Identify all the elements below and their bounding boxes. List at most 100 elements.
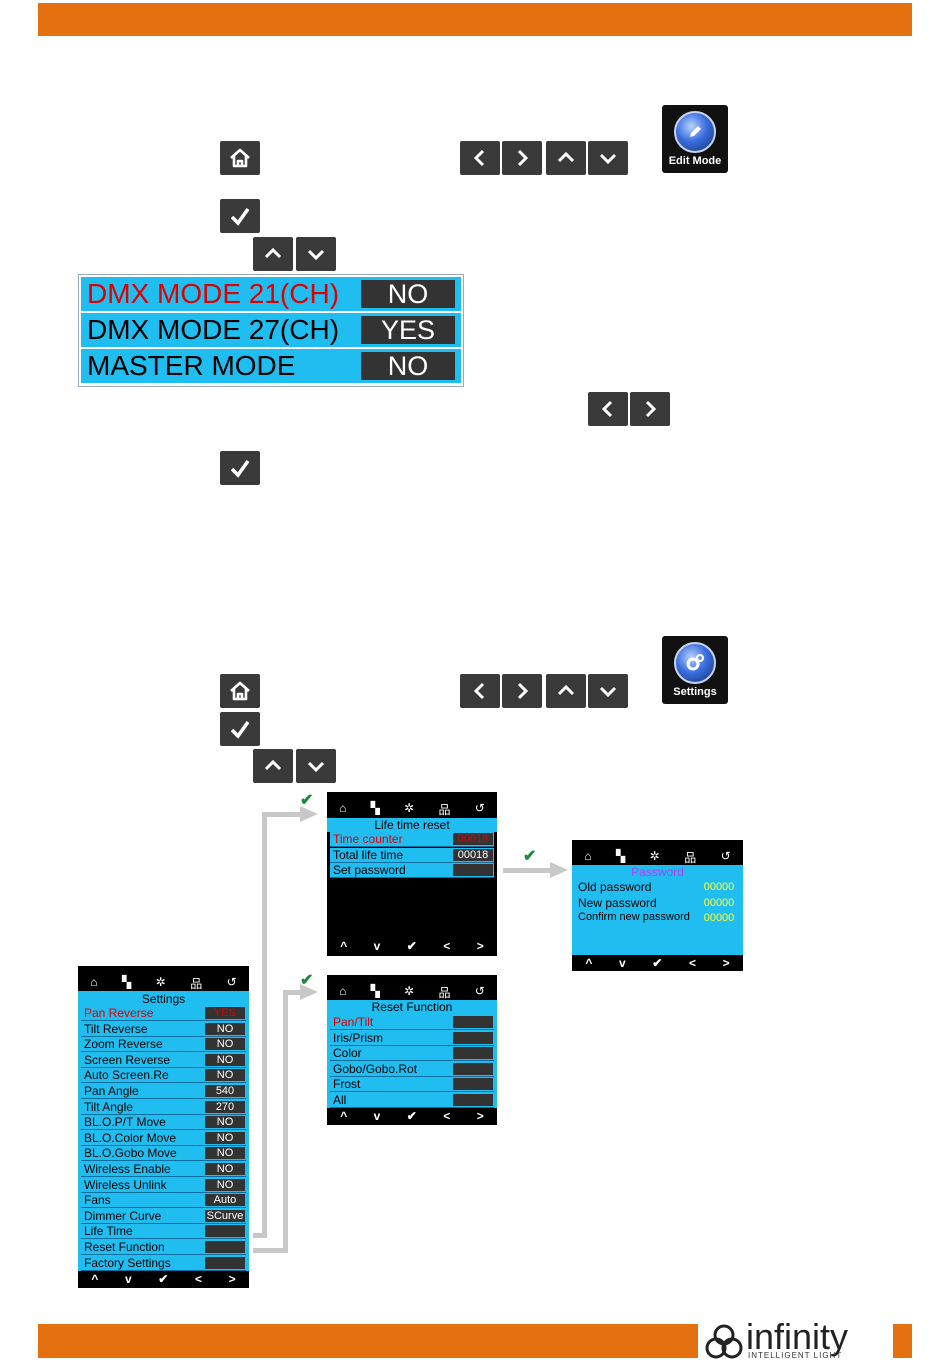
screen-row[interactable]: Pan/Tilt xyxy=(330,1015,494,1030)
chevron-right-icon xyxy=(517,149,529,167)
connector-line xyxy=(503,868,553,873)
screen-row-label: Frost xyxy=(333,1077,361,1092)
layers-icon: ▚ xyxy=(370,984,380,998)
up-key[interactable] xyxy=(546,141,586,175)
right-key[interactable] xyxy=(630,392,670,426)
back-icon: ↺ xyxy=(474,984,485,998)
up-key[interactable] xyxy=(253,237,293,271)
screen-icon-bar: ⌂▚✲品↺ xyxy=(78,975,249,992)
screen-row-label: Wireless Unlink xyxy=(84,1177,167,1192)
nav-right-icon: > xyxy=(476,1109,484,1123)
down-key[interactable] xyxy=(296,237,336,271)
screen-row[interactable]: Color xyxy=(330,1046,494,1062)
screen-row[interactable]: Frost xyxy=(330,1077,494,1093)
screen-row-label: All xyxy=(333,1093,347,1107)
screen-row-label: Gobo/Gobo.Rot xyxy=(333,1061,418,1076)
screen-row-label: Old password xyxy=(578,880,652,894)
down-key[interactable] xyxy=(588,674,628,708)
screen-row[interactable]: All xyxy=(330,1093,494,1108)
layers-icon: ▚ xyxy=(370,801,380,815)
enter-key[interactable] xyxy=(220,451,260,485)
footer-bar-right xyxy=(893,1324,912,1358)
left-key[interactable] xyxy=(460,141,500,175)
screen-row[interactable]: Iris/Prism xyxy=(330,1030,494,1046)
screen-row-value: NO xyxy=(205,1022,245,1035)
check-icon: ✔ xyxy=(523,848,537,865)
network-icon: 品 xyxy=(684,851,697,865)
dmx-row[interactable]: DMX MODE 27(CH) YES xyxy=(81,313,461,347)
edit-mode-icon[interactable]: Edit Mode xyxy=(662,105,728,173)
left-key[interactable] xyxy=(588,392,628,426)
screen-row-value: NO xyxy=(205,1163,245,1175)
dmx-row[interactable]: MASTER MODE NO xyxy=(81,349,461,383)
connector-line xyxy=(283,990,288,1253)
screen-row-label: Set password xyxy=(333,863,406,878)
screen-row-value: 270 xyxy=(205,1100,245,1113)
screen-row-value: NO xyxy=(205,1147,245,1160)
settings-icon[interactable]: Settings xyxy=(662,636,728,704)
right-key[interactable] xyxy=(502,141,542,175)
screen-icon-bar: ⌂▚✲品↺ xyxy=(327,801,497,818)
enter-key[interactable] xyxy=(220,712,260,746)
home-key[interactable] xyxy=(220,674,260,708)
left-key[interactable] xyxy=(460,674,500,708)
up-key[interactable] xyxy=(546,674,586,708)
screen-row-label: BL.O.Color Move xyxy=(84,1130,177,1145)
screen-row-label: Pan Reverse xyxy=(84,1006,154,1020)
screen-row-value xyxy=(453,1031,493,1044)
chevron-up-icon xyxy=(557,684,575,696)
screen-row-value xyxy=(453,1016,493,1028)
chevron-right-icon xyxy=(645,400,657,418)
connector-line xyxy=(262,812,267,1238)
screen-row-label: Auto Screen.Re xyxy=(84,1068,169,1083)
down-key[interactable] xyxy=(588,141,628,175)
enter-key[interactable] xyxy=(220,199,260,233)
logo-tagline: INTELLIGENT LIGHT xyxy=(748,1351,843,1360)
up-key[interactable] xyxy=(253,749,293,783)
nav-down-icon: v xyxy=(373,1109,381,1123)
screen-row[interactable]: Reset Function xyxy=(81,1240,246,1255)
home-icon: ⌂ xyxy=(584,849,592,863)
screen-row-value xyxy=(453,1047,493,1060)
screen-row[interactable]: Factory Settings xyxy=(81,1255,246,1271)
home-icon xyxy=(230,681,250,701)
screen-row-value xyxy=(453,1062,493,1075)
dmx-row[interactable]: DMX MODE 21(CH) NO xyxy=(81,277,461,311)
home-key[interactable] xyxy=(220,141,260,175)
screen-row-value xyxy=(453,1094,493,1106)
right-key[interactable] xyxy=(502,674,542,708)
check-icon xyxy=(230,207,250,226)
screen-row[interactable]: Gobo/Gobo.Rot xyxy=(330,1061,494,1077)
screen-row[interactable]: Set password xyxy=(330,863,494,879)
down-key[interactable] xyxy=(296,749,336,783)
screen-title: Life time reset xyxy=(374,818,450,832)
nav-left-icon: < xyxy=(195,1272,203,1286)
nav-check-icon: ✔ xyxy=(406,939,417,953)
layers-icon: ▚ xyxy=(615,849,626,863)
dmx-row-value: NO xyxy=(361,352,455,380)
screen-row[interactable]: Life Time xyxy=(81,1224,246,1240)
screen-nav: ^v✔<> xyxy=(78,1272,249,1286)
screen-icon-bar: ⌂▚✲品↺ xyxy=(572,849,743,866)
connector-line xyxy=(283,990,303,995)
